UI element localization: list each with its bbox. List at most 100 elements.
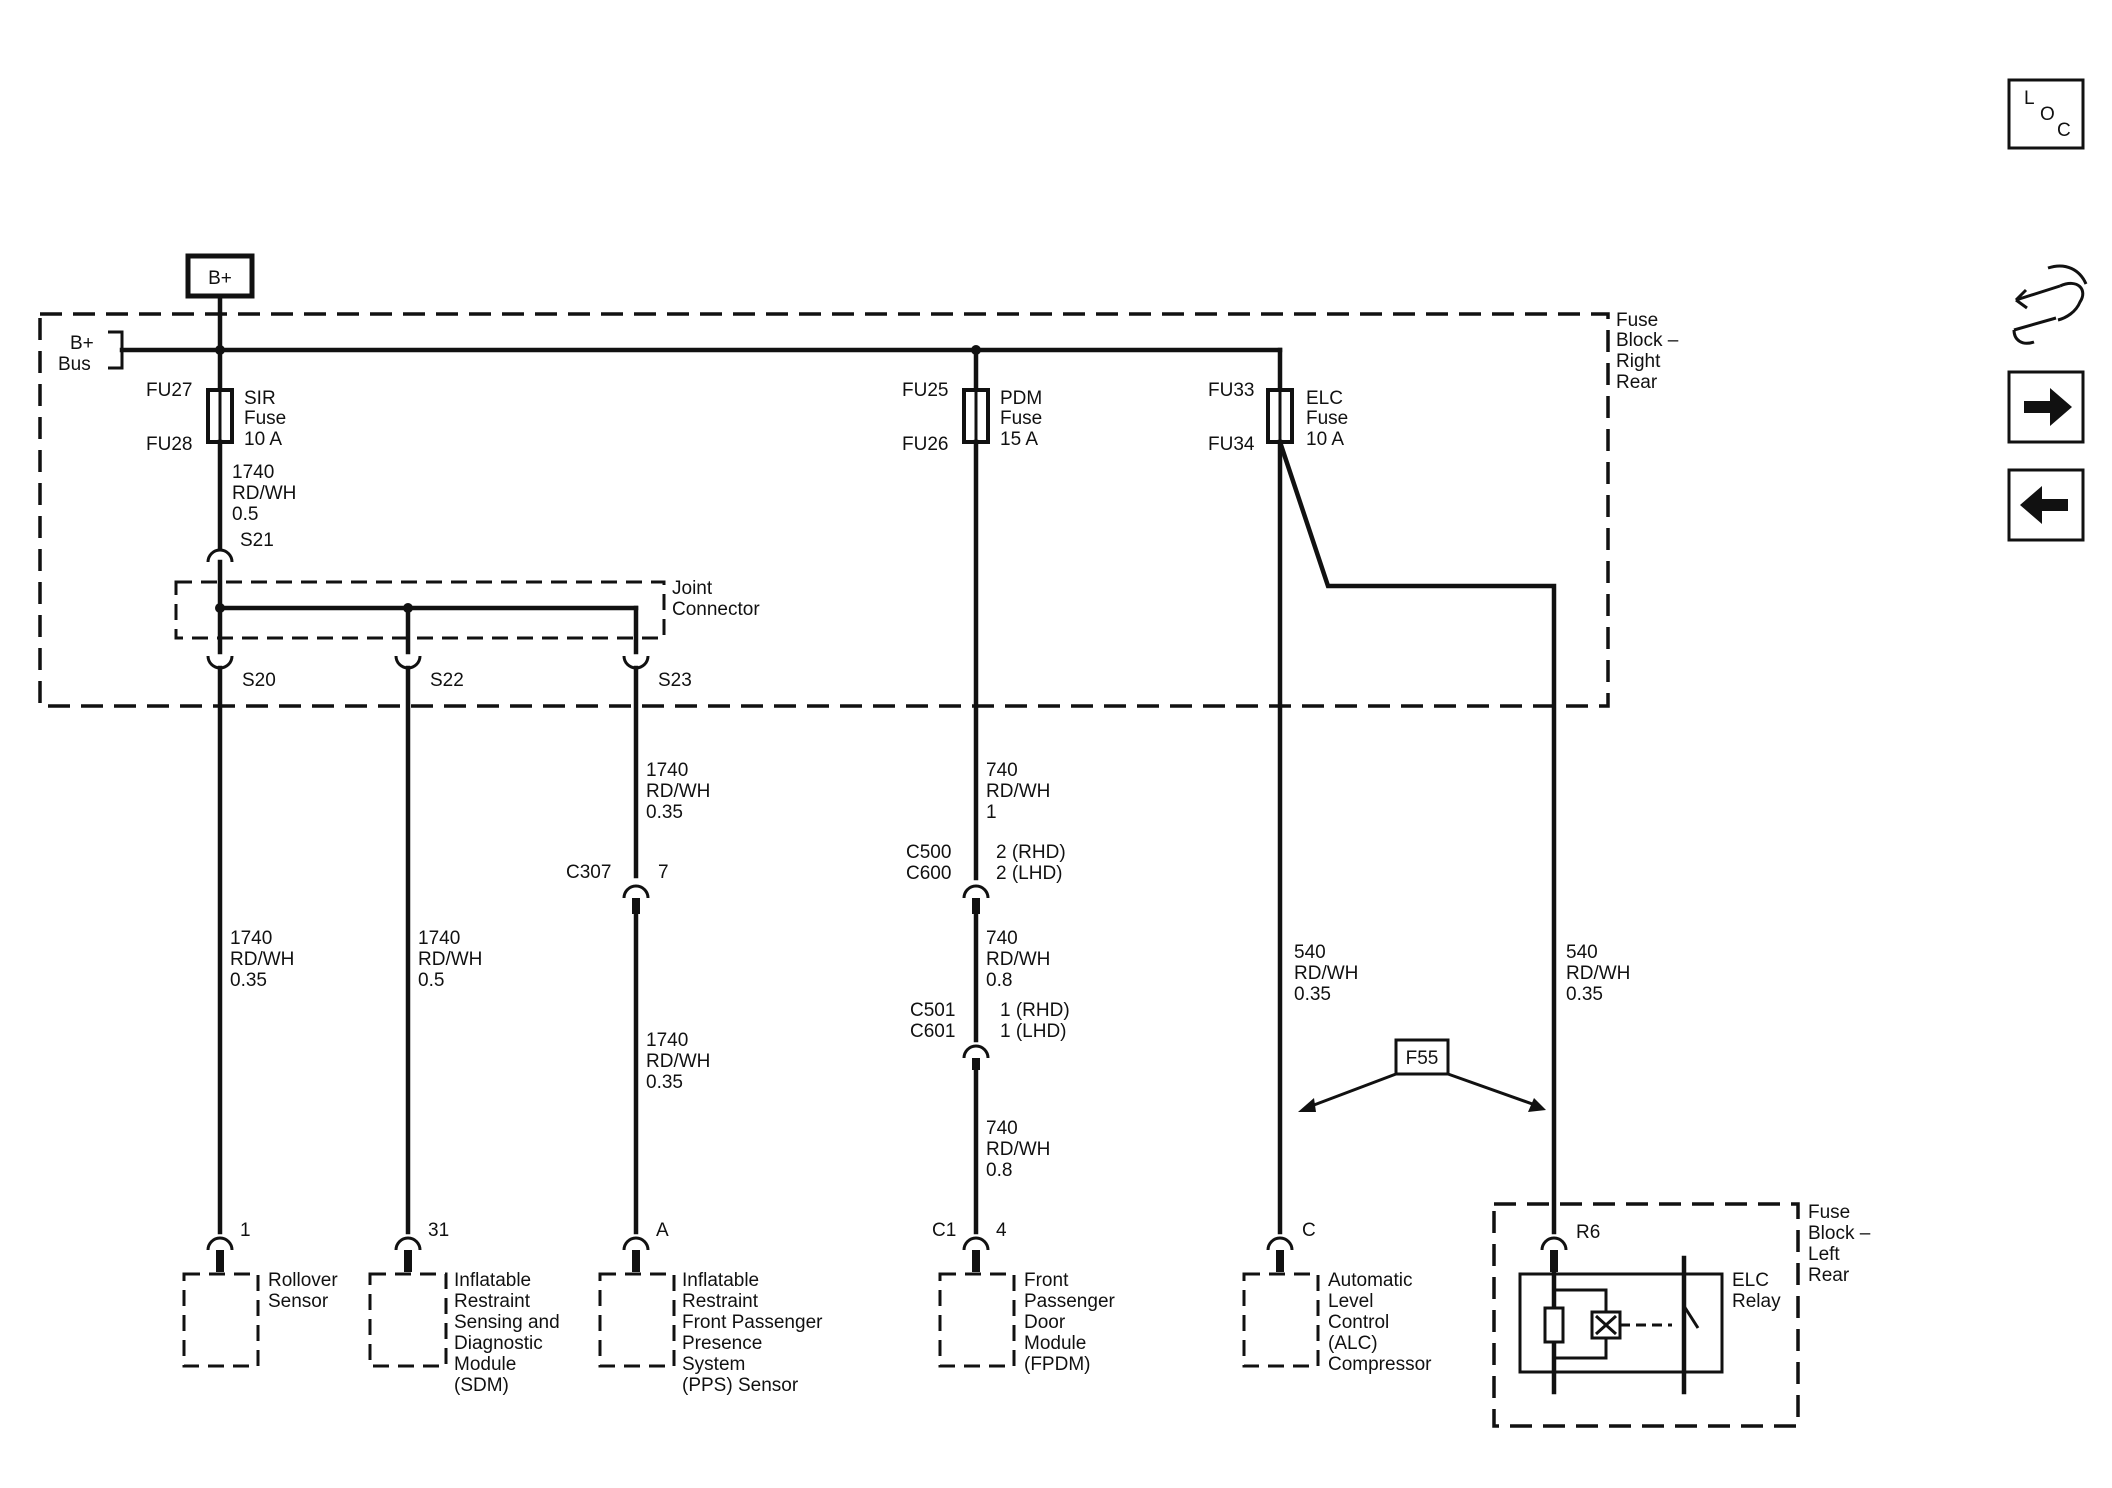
svg-text:1740: 1740: [646, 1030, 688, 1051]
svg-text:B+: B+: [70, 333, 94, 354]
svg-text:(ALC): (ALC): [1328, 1333, 1378, 1354]
loc-c: C: [2057, 120, 2071, 141]
svg-text:R6: R6: [1576, 1222, 1600, 1243]
svg-text:2 (LHD): 2 (LHD): [996, 863, 1063, 884]
svg-text:FU26: FU26: [902, 434, 948, 455]
fpdm-connector: C1 4: [932, 1220, 1007, 1272]
svg-text:Block –: Block –: [1616, 330, 1679, 351]
alc-compressor-label: Automatic Level Control (ALC) Compressor: [1328, 1270, 1432, 1375]
svg-text:Left: Left: [1808, 1244, 1840, 1265]
next-page-button[interactable]: [2007, 370, 2085, 444]
svg-text:S23: S23: [658, 670, 692, 691]
svg-text:Fuse: Fuse: [1000, 408, 1042, 429]
svg-text:Control: Control: [1328, 1312, 1389, 1333]
fuse-block-right-rear-label: Fuse Block – Right Rear: [1616, 310, 1679, 393]
svg-text:RD/WH: RD/WH: [986, 949, 1050, 970]
svg-text:540: 540: [1566, 942, 1598, 963]
joint-connector-label: Joint Connector: [672, 578, 760, 620]
svg-text:1740: 1740: [646, 760, 688, 781]
svg-text:540: 540: [1294, 942, 1326, 963]
fuse-block-left-rear-outline: [1492, 1202, 1800, 1428]
svg-text:740: 740: [986, 1118, 1018, 1139]
wire-label-sdm: 1740 RD/WH 0.5: [418, 928, 482, 991]
svg-text:(SDM): (SDM): [454, 1375, 509, 1396]
svg-text:RD/WH: RD/WH: [986, 781, 1050, 802]
svg-text:Rear: Rear: [1616, 372, 1658, 393]
svg-text:RD/WH: RD/WH: [232, 483, 296, 504]
svg-text:1: 1: [240, 1220, 251, 1241]
wire-label-rollover: 1740 RD/WH 0.35: [230, 928, 294, 991]
wire-label-alc: 540 RD/WH 0.35: [1294, 942, 1358, 1005]
svg-text:Diagnostic: Diagnostic: [454, 1333, 543, 1354]
previous-page-button[interactable]: [2007, 468, 2085, 542]
rollover-sensor-label: Rollover Sensor: [268, 1270, 338, 1312]
svg-text:15 A: 15 A: [1000, 429, 1038, 450]
svg-text:Joint: Joint: [672, 578, 713, 599]
svg-text:(PPS) Sensor: (PPS) Sensor: [682, 1375, 799, 1396]
sdm-box: [368, 1272, 448, 1368]
svg-text:System: System: [682, 1354, 745, 1375]
fpdm-box: [938, 1272, 1016, 1368]
svg-text:Fuse: Fuse: [244, 408, 286, 429]
rollover-connector: 1: [206, 1220, 251, 1272]
svg-text:RD/WH: RD/WH: [230, 949, 294, 970]
fuse-block-right-rear-outline: [38, 312, 1610, 708]
svg-text:RD/WH: RD/WH: [418, 949, 482, 970]
wire-label-relay: 540 RD/WH 0.35: [1566, 942, 1630, 1005]
svg-text:10 A: 10 A: [244, 429, 282, 450]
svg-text:0.35: 0.35: [646, 1072, 683, 1093]
svg-text:0.35: 0.35: [1294, 984, 1331, 1005]
elc-fuse-label: FU33 FU34 ELC Fuse 10 A: [1208, 380, 1348, 455]
connector-c500-c600: C500 C600 2 (RHD) 2 (LHD): [906, 842, 1066, 914]
svg-text:C600: C600: [906, 863, 951, 884]
svg-text:Level: Level: [1328, 1291, 1373, 1312]
connector-c307: C307 7: [566, 862, 669, 914]
svg-text:RD/WH: RD/WH: [646, 1051, 710, 1072]
svg-text:F55: F55: [1406, 1048, 1439, 1069]
connector-view-icon[interactable]: [2012, 264, 2088, 345]
svg-text:SIR: SIR: [244, 388, 276, 409]
connector-c501-c601: C501 C601 1 (RHD) 1 (LHD): [910, 1000, 1070, 1070]
svg-text:RD/WH: RD/WH: [1294, 963, 1358, 984]
splice-s21: [206, 548, 234, 563]
svg-text:RD/WH: RD/WH: [986, 1139, 1050, 1160]
svg-text:FU25: FU25: [902, 380, 948, 401]
sir-fuse-label: FU27 FU28 SIR Fuse 10 A: [146, 380, 286, 455]
splice-s21-label: S21: [240, 530, 274, 551]
svg-text:10 A: 10 A: [1306, 429, 1344, 450]
wire-label-sir-top: 1740 RD/WH 0.5: [232, 462, 296, 525]
svg-text:(FPDM): (FPDM): [1024, 1354, 1090, 1375]
svg-text:Restraint: Restraint: [454, 1291, 531, 1312]
svg-text:2 (RHD): 2 (RHD): [996, 842, 1066, 863]
svg-text:C: C: [1302, 1220, 1316, 1241]
svg-text:Inflatable: Inflatable: [682, 1270, 759, 1291]
svg-text:S22: S22: [430, 670, 464, 691]
pps-sensor-box: [598, 1272, 676, 1368]
location-button[interactable]: L O C: [2007, 78, 2085, 150]
svg-text:Inflatable: Inflatable: [454, 1270, 531, 1291]
loc-l: L: [2024, 88, 2035, 109]
svg-text:0.35: 0.35: [646, 802, 683, 823]
svg-text:RD/WH: RD/WH: [1566, 963, 1630, 984]
svg-text:C307: C307: [566, 862, 611, 883]
alc-compressor-box: [1242, 1272, 1320, 1368]
relay-connector: R6: [1540, 1222, 1600, 1272]
arrow-right-icon: [2024, 388, 2072, 426]
svg-text:RD/WH: RD/WH: [646, 781, 710, 802]
sdm-label: Inflatable Restraint Sensing and Diagnos…: [454, 1270, 560, 1396]
reference-f55[interactable]: F55: [1298, 1038, 1546, 1112]
svg-text:740: 740: [986, 928, 1018, 949]
sdm-connector: 31: [394, 1220, 449, 1272]
svg-text:1740: 1740: [232, 462, 274, 483]
svg-text:Compressor: Compressor: [1328, 1354, 1432, 1375]
pdm-fuse-label: FU25 FU26 PDM Fuse 15 A: [902, 380, 1042, 455]
svg-text:Module: Module: [1024, 1333, 1086, 1354]
svg-text:Door: Door: [1024, 1312, 1066, 1333]
svg-text:1 (LHD): 1 (LHD): [1000, 1021, 1067, 1042]
svg-text:Rear: Rear: [1808, 1265, 1850, 1286]
wire-540-relay: [1277, 439, 1557, 1235]
svg-text:0.35: 0.35: [230, 970, 267, 991]
svg-text:Sensor: Sensor: [268, 1291, 329, 1312]
svg-text:0.8: 0.8: [986, 1160, 1012, 1181]
svg-text:FU33: FU33: [1208, 380, 1254, 401]
